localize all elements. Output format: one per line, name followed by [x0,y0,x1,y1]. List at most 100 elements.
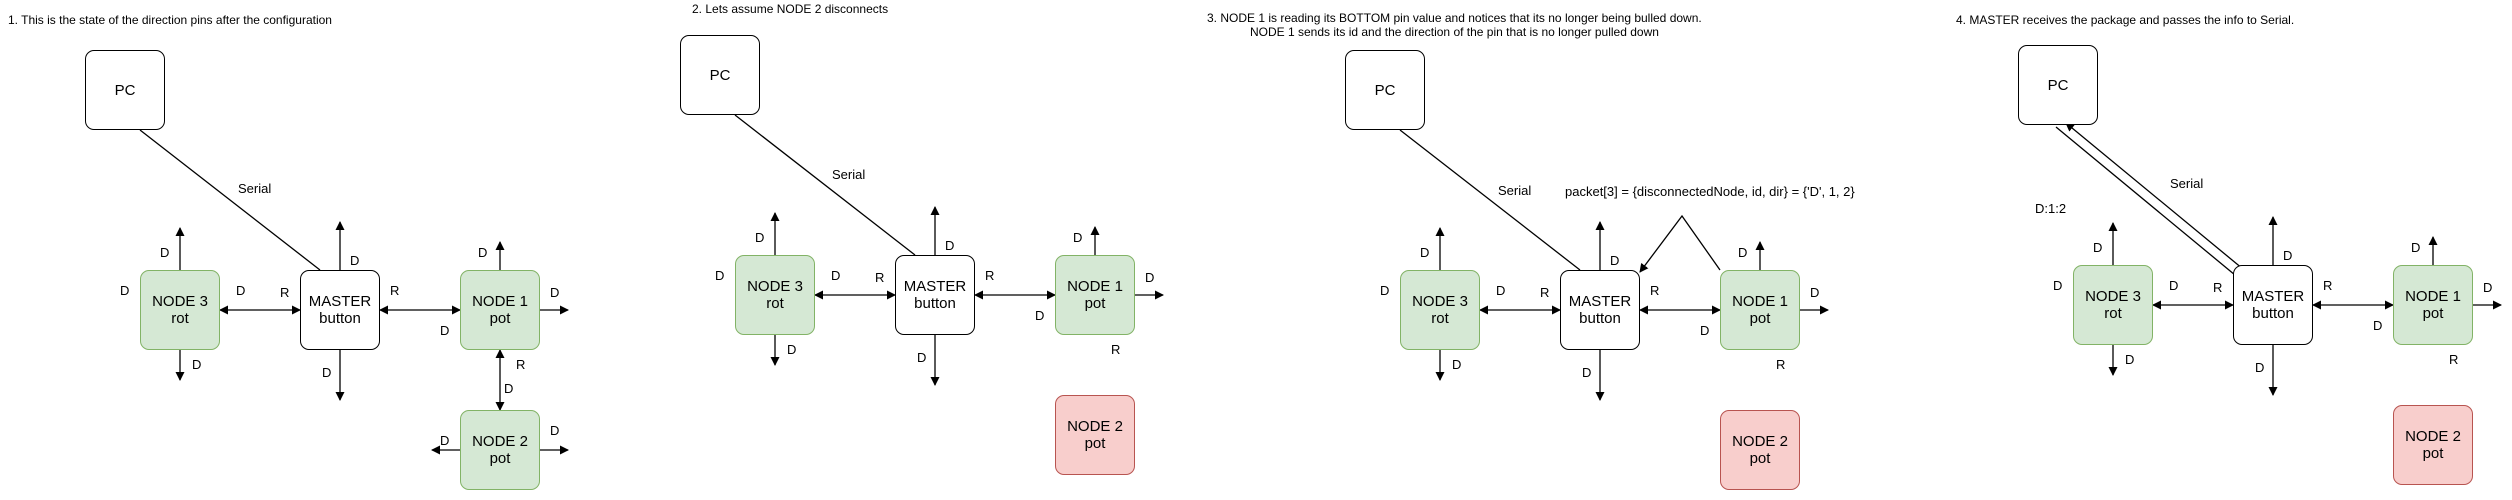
panel-1-node1-down-d: D [504,381,514,396]
panel-3-master-up-d: D [1610,253,1620,268]
panel-1-master-down-d: D [322,365,332,380]
panel-4-caption: 4. MASTER receives the package and passe… [1956,13,2295,27]
panel-2-node1-box-line-1: NODE 1 [1067,278,1123,295]
panel-1-node1-down-r: R [516,357,526,372]
panel-1-master-right-r: R [390,283,400,298]
panel-3-node1-up-d: D [1738,245,1748,260]
panel-3-node3-left-d: D [1380,283,1390,298]
panel-3-node3-up-d: D [1420,245,1430,260]
panel-4-master-box-line-2: button [2252,305,2294,322]
panel-2-node3-box-line-1: NODE 3 [747,278,803,295]
panel-4-serial-link-up [2065,122,2244,270]
panel-3-packet-arrow [1639,214,1721,273]
panel-4-serial-label: Serial [2170,176,2204,191]
panel-4-node2-box-line-2: pot [2422,445,2444,462]
panel-3-node3-box-line-2: rot [1431,310,1449,327]
panel-1-node3-down-d: D [192,357,202,372]
panel-3-caption: 3. NODE 1 is reading its BOTTOM pin valu… [1207,11,1702,25]
panel-1-node2-right-d: D [550,423,560,438]
panel-4-node3-box-line-1: NODE 3 [2085,288,2141,305]
panel-1-node3-left-d: D [120,283,130,298]
panel-2-serial-label: Serial [832,167,866,182]
panel-2-master-down-d: D [917,350,927,365]
panel-4-node1-box-line-1: NODE 1 [2405,288,2461,305]
panel-4-node3-left-d: D [2053,278,2063,293]
panel-1-master-box-line-2: button [319,310,361,327]
panel-3-node3-box-line-1: NODE 3 [1412,293,1468,310]
panel-3-node3-right-d: D [1496,283,1506,298]
panel-2-node2-box-line-1: NODE 2 [1067,418,1123,435]
panel-1-node3-right-d: D [236,283,246,298]
panel-2-master-right-r: R [985,268,995,283]
panel-1-node3-up-d: D [160,245,170,260]
panel-3-pc-box-line-1: PC [1374,81,1396,99]
panel-2-pc-box: PC [680,35,760,115]
panel-2-node3-box-line-2: rot [766,295,784,312]
panel-3-node2-box-line-2: pot [1749,450,1771,467]
panel-3-caption-line-2: NODE 1 sends its id and the direction of… [1250,25,1659,39]
panel-3-node3-down-d: D [1452,357,1462,372]
panel-3-master-down-d: D [1582,365,1592,380]
panel-4-node3-right-d: D [2169,278,2179,293]
panel-3-pc-box: PC [1345,50,1425,130]
panel-1-master-up-d: D [350,253,360,268]
panel-4-master-down-d: D [2255,360,2265,375]
panel-4-master-left-r: R [2213,280,2223,295]
panel-1-node1-left-d: D [440,323,450,338]
panel-1-node1-up-d: D [478,245,488,260]
panel-3-node1-left-d: D [1700,323,1710,338]
panel-4-node3-down-d: D [2125,352,2135,367]
panel-4-node3-box-line-2: rot [2104,305,2122,322]
panel-2-master-box-line-1: MASTER [903,278,967,295]
panel-2-node1-box-line-2: pot [1084,295,1106,312]
panel-1-node2-box-line-2: pot [489,450,511,467]
panel-2-node3-right-d: D [831,268,841,283]
panel-1-node3-box-line-1: NODE 3 [152,293,208,310]
panel-1-master-left-r: R [280,285,290,300]
panel-4-node1-up-d: D [2411,240,2421,255]
panel-4-serial-message: D:1:2 [2035,201,2067,216]
panel-2-caption: 2. Lets assume NODE 2 disconnects [692,2,889,16]
panel-2-node1-left-d: D [1035,308,1045,323]
panel-4-node1-down-r: R [2449,352,2459,367]
panel-2-master-box-line-2: button [914,295,956,312]
panel-2-node1-up-d: D [1073,230,1083,245]
panel-4-node1-left-d: D [2373,318,2383,333]
panel-3-master-right-r: R [1650,283,1660,298]
panel-1-pc-box-line-1: PC [114,81,136,99]
panel-4-node2-box-line-1: NODE 2 [2405,428,2461,445]
panel-4-node1-box-line-2: pot [2422,305,2444,322]
panel-1-node2-left-d: D [440,433,450,448]
panel-3-node1-down-r: R [1776,357,1786,372]
panel-2-master-up-d: D [945,238,955,253]
panel-2-master-left-r: R [875,270,885,285]
panel-2-node1-down-r: R [1111,342,1121,357]
panel-2-node3-up-d: D [755,230,765,245]
panel-2-node2-box-line-2: pot [1084,435,1106,452]
panel-1-node3-box-line-2: rot [171,310,189,327]
panel-1-serial-label: Serial [238,181,272,196]
panel-4-master-box-line-1: MASTER [2241,288,2305,305]
panel-1-node2-box-line-1: NODE 2 [472,433,528,450]
panel-2-node3-left-d: D [715,268,725,283]
panel-2-node3-down-d: D [787,342,797,357]
panel-3-node1-box-line-2: pot [1749,310,1771,327]
panel-2-pc-box-line-1: PC [709,66,731,84]
panel-4-master-right-r: R [2323,278,2333,293]
panel-4-master-up-d: D [2283,248,2293,263]
panel-2-node1-right-d: D [1145,270,1155,285]
